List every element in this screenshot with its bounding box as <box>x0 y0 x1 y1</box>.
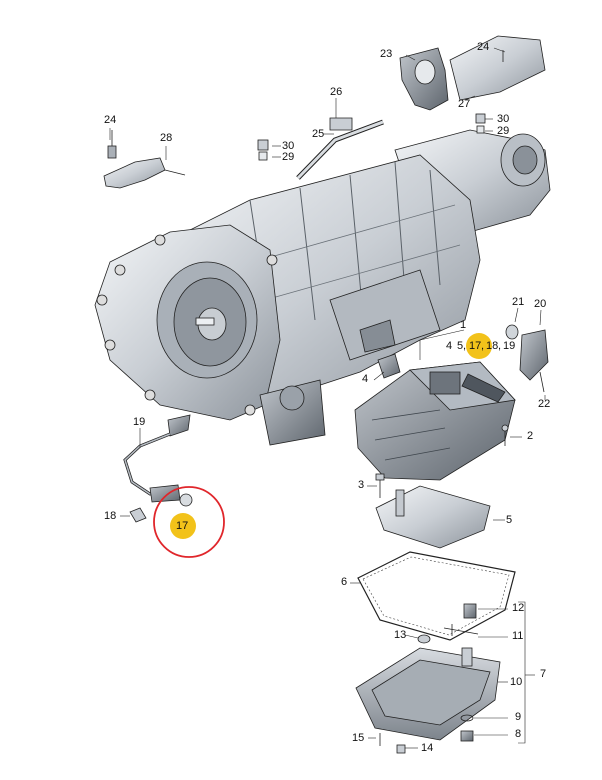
callout-4: 4 <box>362 373 369 385</box>
breather-pipe <box>296 117 384 180</box>
callout-19: 19 <box>133 416 146 428</box>
callout-7: 7 <box>540 668 547 680</box>
callout-3: 3 <box>358 479 365 491</box>
callout-19-group: 19 <box>503 340 516 352</box>
connector-part <box>377 353 401 379</box>
callout-17-circled: 17 <box>176 520 189 532</box>
callout-18-group: 18 <box>486 340 499 352</box>
callout-30-left: 30 <box>282 140 295 152</box>
heat-shield-bracket <box>103 130 186 189</box>
callout-2: 2 <box>527 430 534 442</box>
oil-filter <box>375 485 491 549</box>
wiring-harness <box>123 414 193 523</box>
highlight-17-bottom <box>170 513 196 539</box>
callout-24-left: 24 <box>104 114 117 126</box>
callout-5-group: 5 <box>457 340 464 352</box>
separator-comma-2: , <box>481 340 485 352</box>
plug-set-left <box>257 139 269 161</box>
leader-lines <box>109 47 546 749</box>
callout-12: 12 <box>512 602 525 614</box>
callout-8: 8 <box>515 728 522 740</box>
separator-comma-3: , <box>498 340 502 352</box>
callout-14: 14 <box>421 742 434 754</box>
red-ring <box>153 486 225 558</box>
callout-28: 28 <box>160 132 173 144</box>
callout-26: 26 <box>330 86 343 98</box>
oil-pan <box>355 634 501 741</box>
callout-30-right: 30 <box>497 113 510 125</box>
callout-15: 15 <box>352 732 365 744</box>
drain-plug-set <box>379 603 479 754</box>
sensor-seal-set <box>501 324 549 446</box>
callout-9: 9 <box>515 711 522 723</box>
callout-10: 10 <box>510 676 523 688</box>
callout-29-left: 29 <box>282 151 295 163</box>
transmission-mount <box>399 35 546 134</box>
callout-22: 22 <box>538 398 551 410</box>
callout-25: 25 <box>312 128 325 140</box>
callout-23: 23 <box>380 48 393 60</box>
callout-18: 18 <box>104 510 117 522</box>
highlight-17-top <box>466 333 492 359</box>
oil-pan-gasket <box>357 551 516 641</box>
bolt-3 <box>375 473 385 498</box>
callout-11: 11 <box>512 630 524 642</box>
callout-20: 20 <box>534 298 547 310</box>
callout-24-right: 24 <box>477 41 490 53</box>
transmission-housing <box>94 129 551 446</box>
callout-13: 13 <box>394 629 407 641</box>
callout-21: 21 <box>512 296 525 308</box>
callout-4-group: 4 <box>446 340 453 352</box>
callout-27: 27 <box>458 98 471 110</box>
callout-5: 5 <box>506 514 513 526</box>
highlight-markers <box>153 333 492 558</box>
separator-comma-1: , <box>463 340 467 352</box>
callout-1: 1 <box>460 319 467 331</box>
callout-29-right: 29 <box>497 125 510 137</box>
mechatronic-unit <box>354 361 516 481</box>
callout-6: 6 <box>341 576 348 588</box>
callout-17-highlighted: 17 <box>469 340 482 352</box>
